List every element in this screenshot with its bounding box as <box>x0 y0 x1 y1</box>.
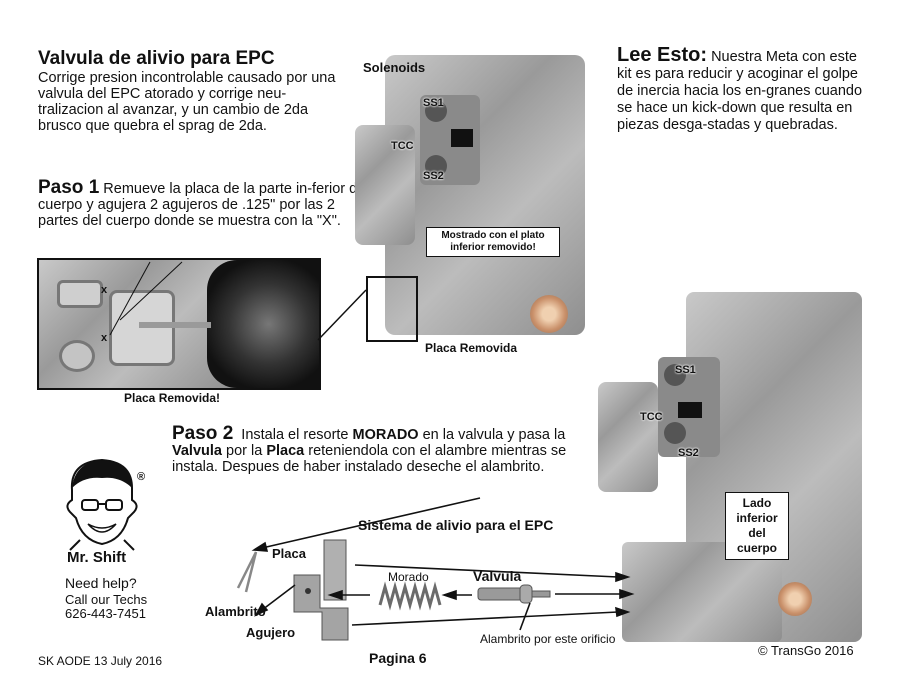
solenoids-label: Solenoids <box>363 60 426 75</box>
footer-code: SK AODE 13 July 2016 <box>38 654 163 668</box>
x-mark-top: x <box>101 284 108 296</box>
paso2-text-b: en la valvula y pasa la <box>418 427 566 443</box>
paso1-title: Paso 1 <box>38 177 100 198</box>
placa-label: Placa <box>272 546 306 561</box>
bottom-valve-body <box>598 292 870 647</box>
agujero-label: Agujero <box>246 625 296 640</box>
top-body-seal <box>530 295 568 333</box>
top-body-caption: Placa Removida <box>425 341 518 355</box>
orifice-note: Alambrito por este orificio <box>480 632 616 646</box>
system-title: Sistema de alivio para el EPC <box>358 517 554 533</box>
bottom-ss1-label: SS1 <box>675 364 696 376</box>
plate-part-rear <box>323 539 347 601</box>
x-mark-bottom: x <box>101 332 108 344</box>
wire-part <box>236 551 258 593</box>
paso2-valvula: Valvula <box>172 443 222 459</box>
bottom-side-label: Lado inferior del cuerpo <box>725 492 789 560</box>
lee-esto-title: Lee Esto: <box>617 44 708 66</box>
paso2-placa: Placa <box>266 443 305 459</box>
mr-shift-name: Mr. Shift <box>67 549 127 566</box>
call-text: Call our Techs <box>65 592 148 607</box>
paso1-photo-caption: Placa Removida! <box>124 391 221 405</box>
morado-label: Morado <box>388 570 429 584</box>
top-tcc-label: TCC <box>391 140 414 152</box>
paso2-title: Paso 2 <box>172 423 234 444</box>
lee-esto-block: Lee Esto: Nuestra Meta con este kit es p… <box>617 44 867 134</box>
paso2-text-c: por la <box>221 443 267 459</box>
bottom-body-seal <box>778 582 812 616</box>
registered-mark: ® <box>137 471 146 483</box>
valvula-label: Valvula <box>473 568 522 584</box>
paso2-text-d: reteniendola con el alambre mientras se … <box>172 443 567 475</box>
top-valve-body <box>355 55 595 340</box>
phone-number: 626-443-7451 <box>65 606 146 621</box>
top-ss2-label: SS2 <box>423 170 444 182</box>
paso2-morado: MORADO <box>352 427 419 443</box>
removed-plate-note: Mostrado con el plato inferior removido! <box>426 227 560 257</box>
paso1-text: Remueve la placa de la parte in-ferior d… <box>38 181 369 229</box>
page-title: Valvula de alivio para EPC <box>38 48 275 69</box>
paso2-block: Paso 2 Instala el resorte MORADO en la v… <box>172 423 577 475</box>
paso2-text-a: Instala el resorte <box>241 427 353 443</box>
top-ss1-label: SS1 <box>423 97 444 109</box>
detail-highlight-box <box>366 276 418 342</box>
help-text: Need help? <box>65 575 137 591</box>
drill-chuck <box>207 260 319 388</box>
spring-part <box>378 581 442 611</box>
paso1-block: Paso 1 Remueve la placa de la parte in-f… <box>38 177 373 229</box>
drill-bit <box>139 322 211 328</box>
alambrito-label: Alambrito <box>205 604 266 619</box>
copyright: © TransGo 2016 <box>758 643 854 658</box>
bottom-ss2-label: SS2 <box>678 447 699 459</box>
page-number: Pagina 6 <box>369 650 427 666</box>
title-description: Corrige presion incontrolable causado po… <box>38 70 336 134</box>
lee-esto-text: Nuestra Meta con este kit es para reduci… <box>617 49 863 133</box>
bottom-tcc-label: TCC <box>640 411 663 423</box>
